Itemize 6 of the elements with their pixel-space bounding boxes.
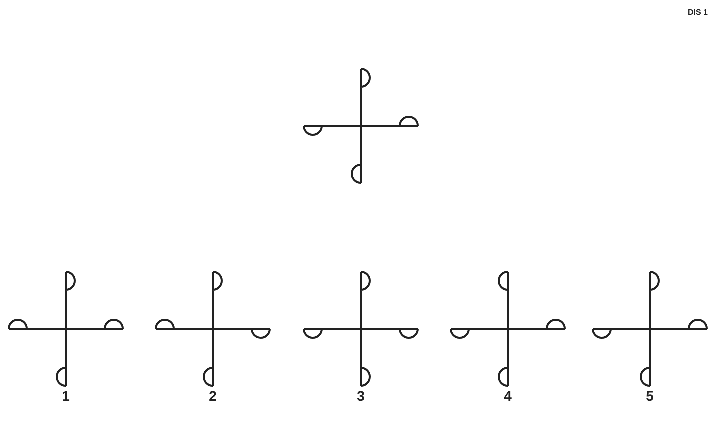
- option-number: 1: [61, 388, 71, 404]
- page-code: DIS 1: [688, 8, 708, 17]
- option-number: 3: [356, 388, 366, 404]
- option-number: 2: [208, 388, 218, 404]
- option-number: 4: [503, 388, 513, 404]
- option-number: 5: [645, 388, 655, 404]
